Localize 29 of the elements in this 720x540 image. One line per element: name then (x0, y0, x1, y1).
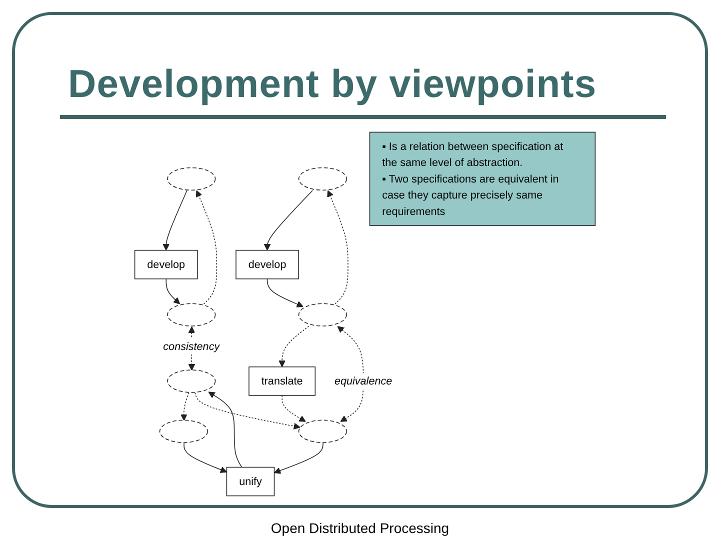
ellipse-node (159, 420, 208, 443)
arrow (162, 190, 188, 251)
ellipse-node (298, 167, 347, 190)
arrow (327, 190, 348, 304)
arrow (278, 326, 310, 368)
ellipse-node (167, 167, 216, 190)
arrow (208, 392, 242, 468)
arrow (337, 326, 364, 422)
arrow (274, 442, 324, 474)
callout-note: ▪ Is a relation between specification at the same level of abstraction. ▪ Two specifications are equivalent in case they capture precisely same requirements (369, 132, 596, 226)
arrow (180, 392, 189, 421)
arrow (196, 190, 218, 304)
arrow (184, 442, 228, 473)
arrow (266, 278, 304, 308)
arrow (194, 392, 300, 430)
arrow (166, 278, 180, 304)
ellipse-node (167, 303, 216, 326)
ellipse-node (298, 420, 347, 443)
process-box: develop (134, 250, 198, 280)
process-box: unify (226, 466, 275, 496)
edge-label: equivalence (334, 373, 392, 390)
arrow (282, 395, 306, 422)
ellipse-node (298, 303, 347, 326)
footer-text: Open Distributed Processing (270, 519, 450, 537)
process-box: translate (248, 366, 316, 396)
process-box: develop (236, 250, 299, 280)
arrow (264, 190, 313, 251)
ellipse-node (167, 370, 216, 393)
slide-title: Development by viewpoints (68, 62, 597, 108)
